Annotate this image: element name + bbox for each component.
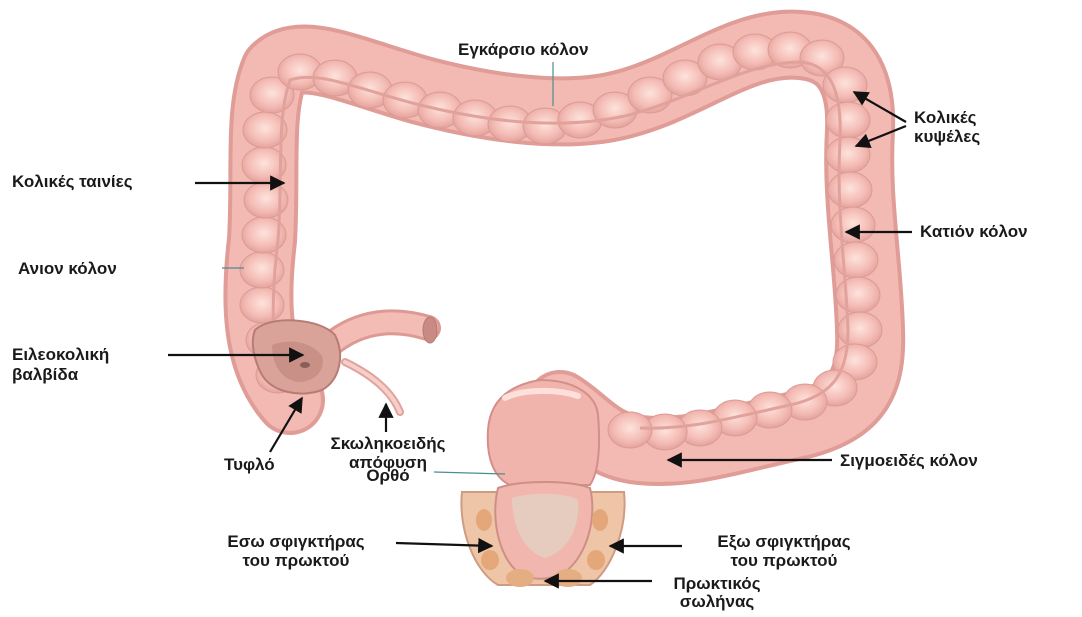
label-external-sphincter-line2: του πρωκτού — [684, 551, 884, 570]
label-external-sphincter-line1: Εξω σφιγκτήρας — [684, 532, 884, 551]
haustrum-bump — [823, 67, 867, 103]
label-anal-canal-line2: σωλήνας — [652, 592, 782, 611]
label-cecum: Τυφλό — [224, 455, 275, 474]
label-haustra-line2: κυψέλες — [914, 127, 980, 146]
haustrum-bump — [828, 172, 872, 208]
label-appendix-line1: Σκωληκοειδής — [306, 434, 470, 453]
rectum — [488, 380, 599, 485]
haustrum-bump — [831, 207, 875, 243]
label-internal-sphincter-line1: Εσω σφιγκτήρας — [196, 532, 396, 551]
leader-rectum — [434, 472, 505, 474]
label-teniae: Κολικές ταινίες — [12, 172, 133, 191]
label-internal-sphincter-line2: του πρωκτού — [196, 551, 396, 570]
haustrum-bump — [240, 287, 284, 323]
haustrum-bump — [834, 242, 878, 278]
label-ileocecal-line1: Ειλεοκολική — [12, 345, 109, 364]
appendix — [345, 362, 400, 412]
haustrum-bump — [838, 312, 882, 348]
ileum — [330, 317, 437, 345]
label-sigmoid-colon: Σιγμοειδές κόλον — [840, 451, 978, 470]
haustrum-bump — [836, 277, 880, 313]
haustrum-bump — [826, 102, 870, 138]
anal-region — [461, 482, 624, 587]
label-transverse-colon: Εγκάρσιο κόλον — [458, 40, 589, 59]
label-anal-canal-line1: Πρωκτικός — [652, 574, 782, 593]
label-rectum: Ορθό — [340, 466, 436, 485]
haustrum-bump — [608, 412, 652, 448]
label-ascending-colon: Ανιον κόλον — [18, 259, 117, 278]
label-descending-colon: Κατιόν κόλον — [920, 222, 1028, 241]
label-ileocecal-line2: βαλβίδα — [12, 365, 78, 384]
label-haustra-line1: Κολικές — [914, 108, 976, 127]
